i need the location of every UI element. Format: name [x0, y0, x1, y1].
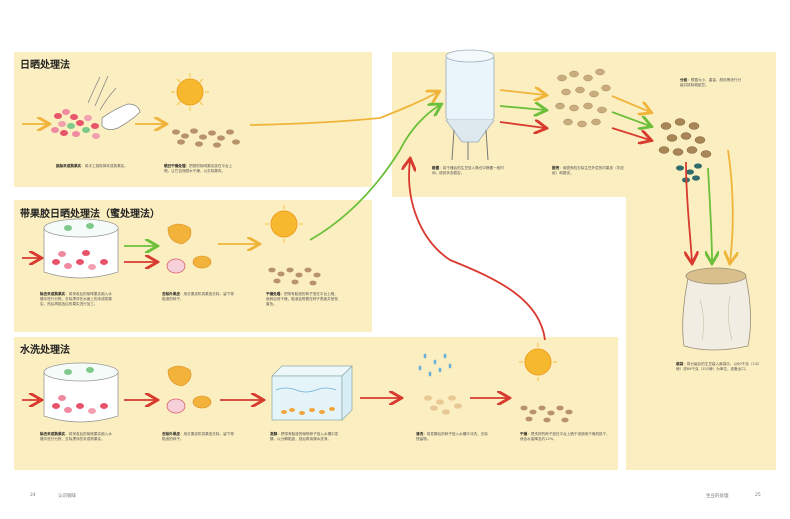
dried-beans-icon — [520, 405, 573, 423]
burlap-sack-icon — [682, 267, 751, 351]
footer-right-title: 生豆的处理 — [706, 494, 729, 499]
section-title-sun-dried: 日晒处理法 — [20, 60, 70, 71]
cherries-pile-icon — [51, 109, 100, 139]
section-title-washed: 水洗处理法 — [20, 345, 70, 356]
section-title-honey: 带果胶日晒处理法（蜜处理法） — [20, 209, 160, 220]
dried-cherries-icon — [172, 128, 240, 148]
silo-icon — [445, 49, 495, 161]
footer-right-page-number: 25 — [755, 493, 761, 498]
sun-icon — [519, 343, 557, 381]
defect-beans-icon — [676, 163, 702, 183]
footer-left-page-number: 24 — [30, 493, 36, 498]
sun-icon — [265, 205, 303, 243]
fermentation-tank-icon — [271, 365, 353, 421]
caption-sd-1: 挑除未成熟果实：将手工挑除掉未成熟果实。 — [56, 164, 128, 168]
caption-hy-3: 干燥处理：把带有黏液的种子放在平台上晒，使其自然干燥，黏液会附着在种子表面并呈现… — [266, 292, 338, 307]
caption-silo: 静置：将干燥后的生豆放入筒仓中静置一段时间，使其状态稳定。 — [432, 166, 504, 176]
caption-hull: 脱壳：用脱壳机去除生豆外层的内果皮（羊皮纸）和银皮。 — [552, 166, 624, 176]
water-drops-icon — [418, 353, 452, 377]
pulped-cherry-icon — [166, 223, 212, 274]
footer-left-title: 认识咖啡 — [58, 494, 76, 499]
parchment-beans-icon — [555, 68, 611, 128]
pulped-cherry-icon — [166, 365, 212, 414]
hands-icon — [87, 75, 141, 130]
sun-icon — [171, 73, 209, 111]
caption-ws-4: 清洗：将发酵后的种子放入水槽中冲洗，去除残留物。 — [416, 432, 488, 442]
caption-bag: 装袋：将分级后的生豆装入麻袋中，以60千克（132磅）或69千克（152磅）为单… — [676, 362, 760, 372]
caption-hy-1: 除去未成熟果实：将采收后的咖啡果实倒入水槽中进行分拣，去除漂浮在水面上的未成熟果… — [40, 292, 112, 307]
caption-ws-3: 发酵：把带有黏液的咖啡种子放入水槽中发酵，以分解黏液，然后再用清水洗净。 — [270, 432, 339, 442]
caption-ws-1: 除去未成熟果实：将采收后的咖啡果实倒入水槽中进行分拣，去除漂浮的未成熟果实。 — [40, 432, 112, 442]
dried-beans-icon — [268, 267, 321, 286]
caption-sort: 分级：根据大小、重量、颜色等进行分级并挑除瑕疵豆。 — [680, 78, 742, 88]
caption-ws-2: 去除外果皮：用去果皮机将果皮去除，留下带黏液的种子。 — [162, 432, 234, 442]
caption-hy-2: 去除外果皮：用去果皮机将果皮去除，留下带黏液的种子。 — [162, 292, 234, 302]
washed-beans-icon — [424, 395, 462, 415]
green-beans-icon — [658, 118, 712, 158]
caption-ws-5: 干燥：把洗好的种子放在平台上晒干或使用干燥机烘干，使含水量降至约12%。 — [520, 432, 610, 442]
water-tank-icon — [43, 218, 119, 279]
water-tank-icon — [43, 362, 119, 423]
caption-sd-2: 晒日干燥处理：把熟的咖啡果实放在平台上晒，让它自然脱水干燥，以去除果肉。 — [164, 164, 233, 174]
